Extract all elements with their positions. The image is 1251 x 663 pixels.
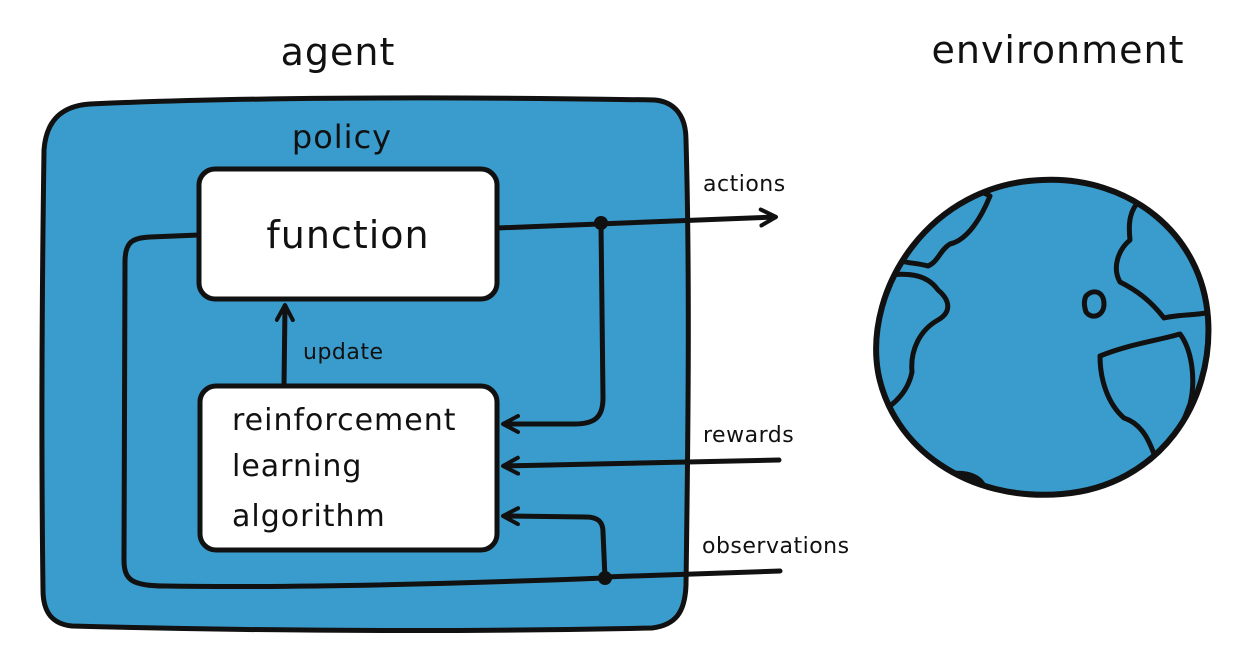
- update-label: update: [303, 340, 384, 365]
- agent-title: agent: [281, 30, 396, 74]
- observations-to-algorithm-arrow: [501, 506, 608, 581]
- actions-label: actions: [703, 172, 786, 197]
- globe-island: [1082, 289, 1107, 319]
- rewards-arrow: [501, 455, 782, 476]
- globe-continent-west: [876, 271, 951, 413]
- rl-algorithm-line1: reinforcement: [232, 403, 456, 438]
- action-feedback-arrow: [501, 220, 606, 434]
- update-arrow: [274, 303, 295, 389]
- globe-outline: [873, 176, 1212, 498]
- observations-label: observations: [702, 534, 850, 559]
- rewards-label: rewards: [703, 423, 794, 448]
- earth-globe-icon: [873, 176, 1212, 498]
- observations-to-function-loop: [121, 232, 607, 590]
- function-label: function: [266, 213, 429, 257]
- rl-algorithm-box: [197, 383, 500, 553]
- actions-arrow: [494, 207, 778, 231]
- observations-line: [601, 568, 783, 580]
- rl-algorithm-line2: learning: [232, 449, 362, 484]
- environment-title: environment: [931, 28, 1184, 72]
- policy-label: policy: [292, 118, 392, 156]
- rl-algorithm-line3: algorithm: [232, 499, 386, 534]
